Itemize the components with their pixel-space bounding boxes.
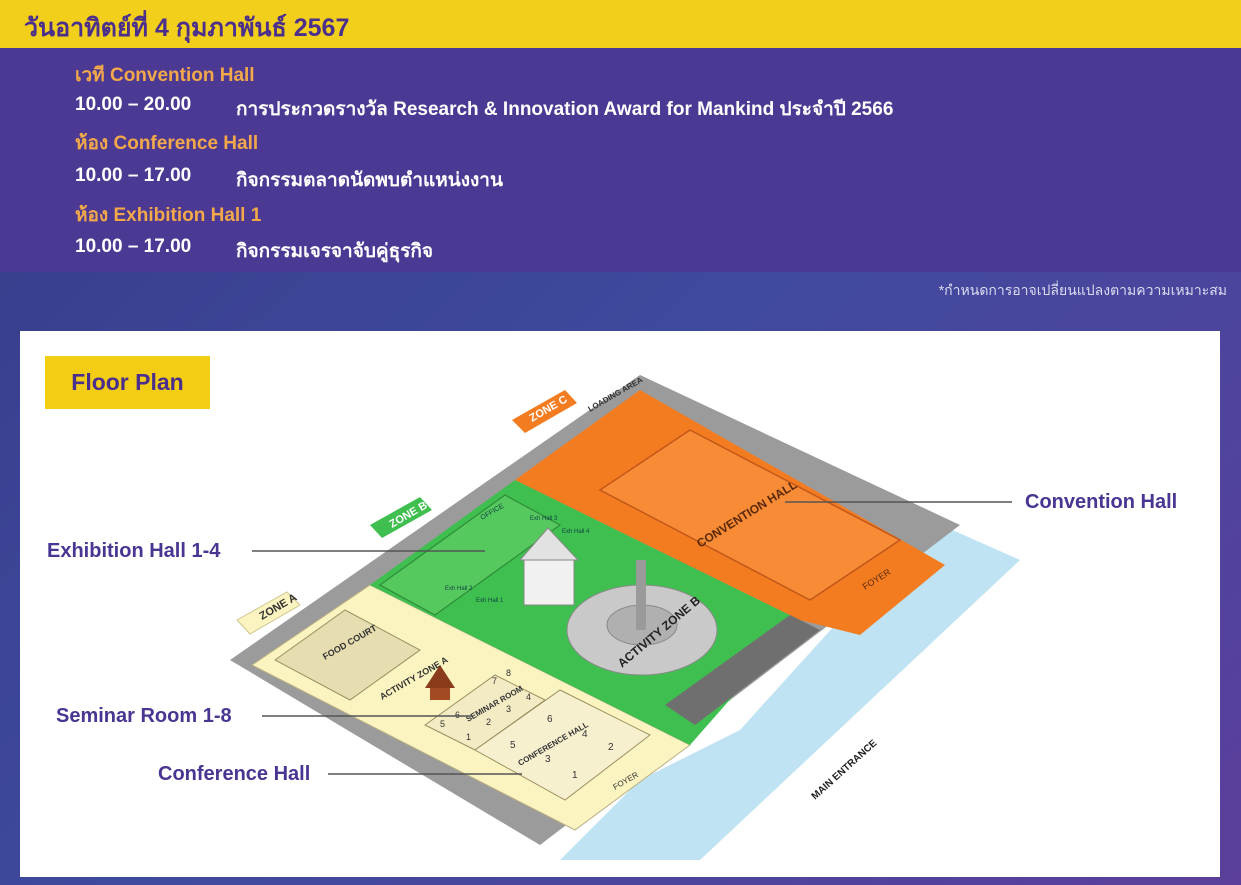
conference-number: 5	[510, 740, 516, 751]
floor-plan-title: Floor Plan	[45, 356, 210, 409]
conference-number: 4	[582, 729, 588, 740]
exhibition-halls-block	[378, 494, 562, 616]
schedule-note: *กำหนดการอาจเปลี่ยนแปลงตามความเหมาะสม	[938, 282, 1227, 298]
schedule-panel	[0, 48, 1241, 272]
seminar-number: 5	[440, 719, 445, 729]
venue-conference: ห้อง Conference Hall	[75, 133, 259, 154]
exh-hall-4-label: Exh Hall 4	[562, 529, 590, 535]
water-area	[560, 520, 1020, 860]
seminar-number: 1	[466, 732, 471, 742]
date-banner: วันอาทิตย์ที่ 4 กุมภาพันธ์ 2567	[0, 0, 1241, 48]
thai-pavilion-icon	[425, 665, 455, 688]
venue-exhibition: ห้อง Exhibition Hall 1	[75, 205, 262, 226]
conference-number: 6	[547, 714, 553, 725]
seminar-number: 7	[492, 676, 497, 686]
conference-number: 2	[608, 742, 614, 753]
conference-number: 3	[545, 754, 551, 765]
entrance-corridor	[665, 615, 820, 725]
main-entrance-label: MAIN ENTRANCE	[810, 738, 880, 803]
exh-hall-1-label: Exh Hall 1	[476, 598, 504, 604]
zone-b-tag	[370, 497, 432, 538]
pavilion-body	[523, 559, 575, 606]
time-exhibition: 10.00 – 17.00	[75, 236, 192, 257]
food-court-block	[274, 609, 421, 701]
conference-number: 1	[572, 770, 578, 781]
activity-convention: การประกวดรางวัล Research & Innovation Aw…	[236, 99, 894, 120]
convention-hall-block	[598, 429, 902, 601]
callout-conference-hall: Conference Hall	[158, 763, 311, 785]
fountain-spire	[636, 560, 646, 630]
exh-hall-2-label: Exh Hall 2	[445, 586, 473, 592]
activity-conference: กิจกรรมตลาดนัดพบตำแหน่งงาน	[236, 170, 503, 191]
venue-convention: เวที Convention Hall	[75, 65, 255, 86]
seminar-number: 8	[506, 668, 511, 678]
seminar-number: 4	[526, 692, 531, 702]
exh-hall-3-label: Exh Hall 3	[530, 516, 558, 522]
zone-c-tag	[512, 390, 577, 433]
activity-exhibition: กิจกรรมเจรจาจับคู่ธุรกิจ	[236, 241, 434, 262]
zone-a-tag	[236, 591, 301, 635]
seminar-number: 6	[455, 710, 460, 720]
thai-pavilion-base	[430, 688, 450, 700]
time-convention: 10.00 – 20.00	[75, 94, 192, 115]
seminar-number: 3	[506, 704, 511, 714]
callout-seminar-room: Seminar Room 1-8	[56, 705, 232, 727]
event-date: วันอาทิตย์ที่ 4 กุมภาพันธ์ 2567	[24, 14, 350, 42]
time-conference: 10.00 – 17.00	[75, 165, 192, 186]
callout-exhibition-hall: Exhibition Hall 1-4	[47, 540, 221, 562]
callout-convention-hall: Convention Hall	[1025, 491, 1178, 513]
seminar-number: 2	[486, 717, 491, 727]
conference-block	[474, 689, 651, 801]
